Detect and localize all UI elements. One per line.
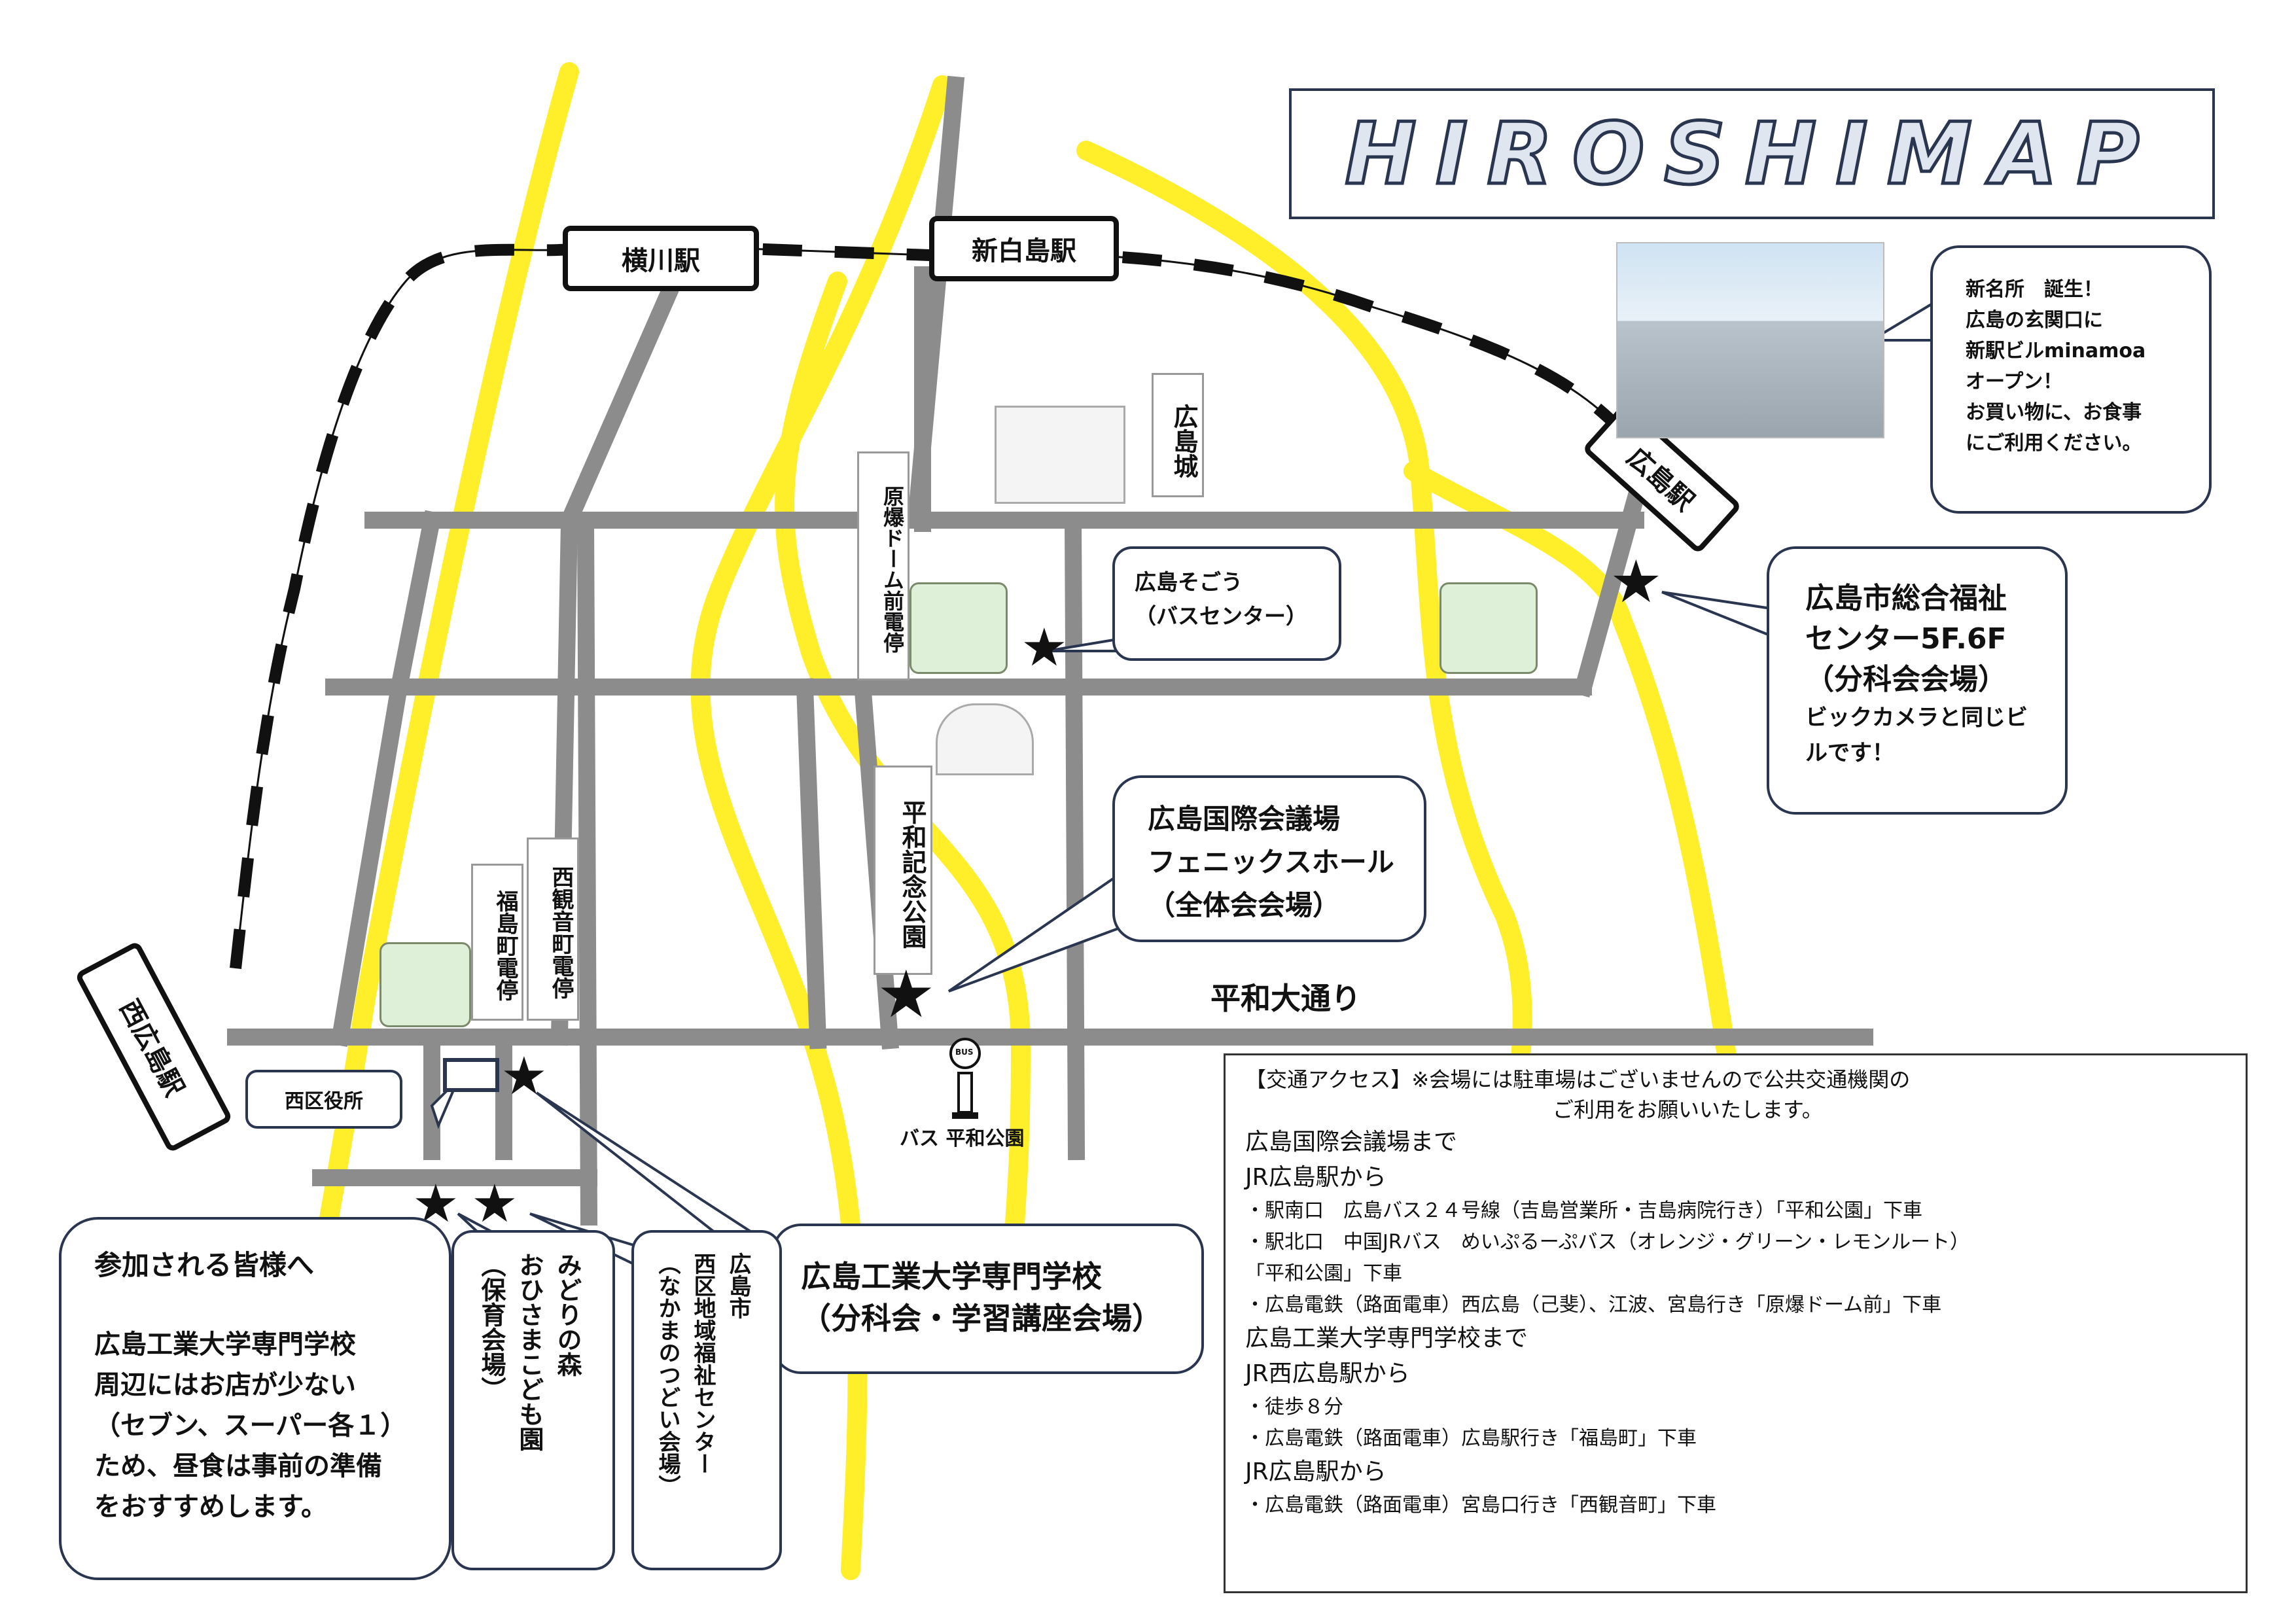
road-west-diag [330,510,442,1047]
callout-line: にご利用ください。 [1966,432,2142,455]
access-item: ・徒歩８分 [1245,1396,1343,1419]
road-v4 [796,678,827,1049]
road-v3 [576,514,598,1226]
callout-line: フェニックスホール [1148,846,1394,878]
callout-line: センター5F.6F [1805,622,2007,656]
callout-line: 広島の玄関口に [1966,309,2103,332]
callout-line: ビックカメラと同じビ [1805,705,2028,731]
tram-icon [1439,582,1538,674]
notice-callout: 参加される皆様へ 広島工業大学専門学校 周辺にはお店が少ない （セブン、スーパー… [59,1217,451,1580]
castle-icon [995,406,1125,504]
school-callout: 広島工業大学専門学校 （分科会・学習講座会場） [772,1224,1204,1374]
notice-line: ため、昼食は事前の準備 [94,1451,382,1481]
callout-line: お買い物に、お食事 [1966,401,2142,424]
access-header: ご利用をお願いいたします。 [1553,1097,1823,1122]
callout-line: （なかまのつどい会場） [654,1252,680,1497]
star-marker-welfare: ★ [1610,548,1663,616]
callout-line: （分科会・学習講座会場） [801,1301,1162,1336]
access-item: 「平和公園」下車 [1245,1262,1402,1285]
minamoa-callout: 新名所 誕生！ 広島の玄関口に 新駅ビルminamoa オープン！ お買い物に、… [1930,245,2212,514]
callout-line: 広島市総合福祉 [1805,582,2007,615]
access-info-panel: 【交通アクセス】※会場には駐車場はございませんので公共交通機関の ご利用をお願い… [1224,1053,2248,1593]
atomic-dome-icon [936,703,1034,775]
railway-line [234,247,1617,969]
notice-line: 周辺にはお店が少ない [94,1370,356,1400]
callout-line: 西区地域福祉センター [690,1252,716,1475]
callout-line: ルです！ [1805,740,1894,766]
access-section-title: 広島工業大学専門学校まで [1245,1325,1528,1352]
bus-sign-circle [949,1038,981,1069]
callout-line: 広島市 [725,1252,751,1319]
sogo-callout: 広島そごう （バスセンター） [1112,546,1341,661]
notice-line: （セブン、スーパー各１） [94,1411,407,1441]
access-item: ・広島電鉄（路面電車）西広島（己斐）、江波、宮島行き「原爆ドーム前」下車 [1245,1294,1942,1316]
access-item: ・駅南口 広島バス２４号線（吉島営業所・吉島病院行き）「平和公園」下車 [1245,1199,1922,1222]
access-item: ・駅北口 中国JRバス めいぷるーぷバス（オレンジ・グリーン・レモンルート） [1245,1231,1969,1254]
star-marker-phoenix: ★ [877,956,936,1032]
callout-line: おひさまこども園 [515,1252,544,1451]
access-item: ・広島電鉄（路面電車）宮島口行き「西観音町」下車 [1245,1494,1716,1517]
callout-line: 広島国際会議場 [1148,803,1341,835]
river-4 [1076,141,1532,1253]
callout-line: オープン！ [1966,370,2063,393]
access-from: JR西広島駅から [1245,1360,1410,1387]
phoenix-callout: 広島国際会議場 フェニックスホール （全体会会場） [1112,775,1426,942]
bus-stop-sign [949,1038,981,1119]
genbaku-stop-label: 原爆ドーム前電停 [857,451,910,680]
bus-sign-base [952,1112,978,1119]
callout-line: （分科会会場） [1805,663,2007,696]
kodomoen-callout: みどりの森 おひさまこども園 （保育会場） [451,1230,615,1570]
star-marker-school: ★ [501,1046,548,1106]
notice-line: 広島工業大学専門学校 [94,1330,356,1360]
ward-office-label: 西区役所 [245,1070,402,1129]
callout-line: （保育会場） [477,1252,506,1402]
jr-railway [230,243,1621,969]
road-yokogawa-diag [557,270,686,532]
notice-title: 参加される皆様へ [94,1249,315,1281]
map-title-box: HIROSHIMAP [1289,88,2215,219]
fukushima-stop-label: 福島町電停 [471,864,523,1021]
access-from: JR広島駅から [1245,1458,1386,1485]
callout-line: 新駅ビルminamoa [1966,340,2146,362]
bus-stop-label: バス 平和公園 [900,1127,1025,1150]
ward-office-building [443,1058,499,1092]
road-east-diag [1573,487,1646,697]
callout-line: みどりの森 [553,1252,582,1377]
nakama-callout: 広島市 西区地域福祉センター （なかまのつどい会場） [631,1230,782,1570]
star-marker-sogo: ★ [1021,617,1068,678]
map-title: HIROSHIMAP [1343,103,2159,205]
callout-line: （バスセンター） [1135,603,1307,629]
access-header: 【交通アクセス】※会場には駐車場はございませんので公共交通機関の [1245,1067,1911,1092]
star-marker-nakama: ★ [471,1173,518,1234]
bus-sign-text: BUS [955,1048,974,1057]
nishikannon-stop-label: 西観音町電停 [527,837,579,1021]
station-shinhakushima: 新白島駅 [929,216,1119,281]
bus-sign-pole [957,1072,973,1114]
callout-line: （全体会会場） [1148,889,1341,921]
tram-icon [380,942,471,1027]
callout-line: 広島工業大学専門学校 [801,1259,1102,1294]
peace-park-label: 平和記念公園 [874,766,932,975]
street-label-heiwa-odori: 平和大通り [1210,981,1361,1016]
tram-icon [910,582,1008,674]
station-yokogawa: 横川駅 [563,226,759,291]
callout-line: 広島そごう [1135,569,1243,595]
welfare-callout: 広島市総合福祉 センター5F.6F （分科会会場） ビックカメラと同じビ ルです… [1767,546,2068,815]
access-section-title: 広島国際会議場まで [1245,1129,1458,1155]
notice-line: をおすすめします。 [94,1492,327,1522]
access-item: ・広島電鉄（路面電車）広島駅行き「福島町」下車 [1245,1427,1697,1450]
access-from: JR広島駅から [1245,1164,1386,1191]
minamoa-photo [1616,242,1884,438]
callout-line: 新名所 誕生！ [1966,278,2103,301]
castle-label: 広島城 [1152,373,1204,497]
road-v6 [1064,514,1086,1161]
